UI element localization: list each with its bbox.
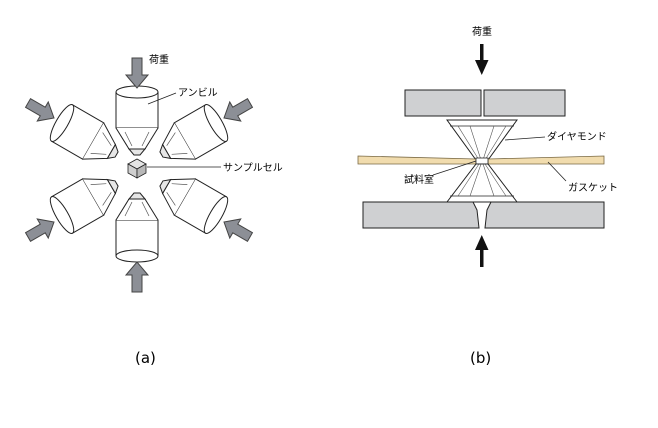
- load-arrow-top-icon: [125, 57, 149, 89]
- load-label-b: 荷重: [472, 25, 492, 38]
- diamond-leader-line: [504, 136, 546, 141]
- load-arrow-bottom-icon: [125, 261, 149, 293]
- diamond-label: ダイヤモンド: [547, 130, 607, 143]
- anvil-upper-right: [150, 101, 233, 174]
- load-arrow-upper-left-icon: [22, 92, 60, 129]
- gasket-label: ガスケット: [568, 182, 618, 194]
- anvil-top: [115, 85, 159, 156]
- upper-platen: [404, 89, 566, 117]
- panel-b-diamond-anvil-cell: 荷重: [357, 25, 618, 267]
- anvil-label: アンビル: [178, 87, 218, 99]
- upper-diamond: [446, 119, 518, 161]
- sample-cell-label: サンプルセル: [223, 162, 283, 174]
- caption-b: (b): [470, 349, 491, 367]
- sample-cell-cube: [127, 158, 147, 179]
- caption-a: (a): [135, 349, 156, 367]
- lower-platen: [362, 201, 605, 229]
- anvil-lower-right: [150, 164, 233, 237]
- load-arrow-lower-right-icon: [218, 211, 256, 248]
- load-arrow-down-icon: [475, 44, 489, 75]
- anvil-bottom: [115, 192, 159, 263]
- panel-a-multi-anvil: 荷重 アンビル サンプルセル: [22, 53, 283, 293]
- load-label-a: 荷重: [149, 53, 169, 66]
- load-arrow-upper-right-icon: [218, 92, 256, 129]
- anvil-lower-left: [45, 164, 128, 237]
- load-arrow-up-icon: [475, 235, 489, 267]
- anvil-leader-line: [147, 92, 177, 105]
- sample-chamber-label: 試料室: [404, 173, 434, 186]
- anvil-upper-left: [45, 101, 128, 174]
- lower-diamond: [445, 163, 519, 203]
- gasket-leader-line: [547, 161, 567, 182]
- sample-chamber-leader-line: [432, 160, 477, 176]
- load-arrow-lower-left-icon: [22, 211, 60, 248]
